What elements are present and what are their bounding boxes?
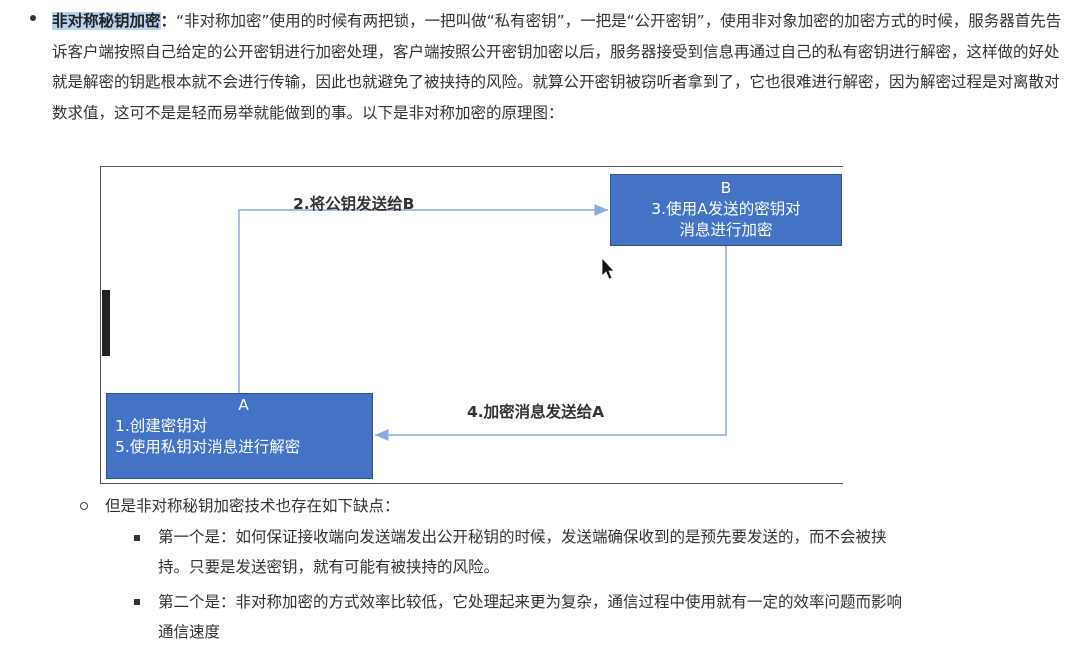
list-item: 第一个是：如何保证接收端向发送端发出公开秘钥的时候，发送端确保收到的是预先要发送… [158, 522, 1058, 582]
box-b: B 3.使用A发送的密钥对 消息进行加密 [610, 174, 842, 246]
highlighted-term: 非对称秘钥加密 [52, 12, 161, 30]
sublist-bullet [80, 502, 88, 510]
box-b-line1: 3.使用A发送的密钥对 [651, 200, 801, 218]
box-a: A 1.创建密钥对 5.使用私钥对消息进行解密 [106, 393, 373, 479]
list-item: 第二个是：非对称加密的方式效率比较低，它处理起来更为复杂，通信过程中使用就有一定… [158, 587, 1058, 647]
box-a-title: A [238, 396, 249, 414]
item-line: 持。只要是发送密钥，就有可能有被挟持的风险。 [158, 558, 500, 576]
label-send-public-key: 2.将公钥发送给B [293, 195, 415, 213]
term-colon: ： [160, 12, 177, 30]
box-b-line2: 消息进行加密 [679, 221, 773, 239]
asymmetric-encryption-diagram [100, 166, 843, 484]
arrow-b-to-a [375, 246, 727, 441]
intro-body: “非对称加密”使用的时候有两把锁，一把叫做“私有密钥”，一把是“公开密钥”，使用… [52, 12, 1062, 122]
item-line: 第二个是：非对称加密的方式效率比较低，它处理起来更为复杂，通信过程中使用就有一定… [158, 593, 903, 611]
box-a-line2: 5.使用私钥对消息进行解密 [115, 438, 301, 456]
intro-paragraph: 非对称秘钥加密：“非对称加密”使用的时候有两把锁，一把叫做“私有密钥”，一把是“… [52, 6, 1070, 128]
label-send-encrypted-message: 4.加密消息发送给A [467, 403, 605, 421]
box-b-title: B [720, 179, 732, 197]
diagram-side-bar [102, 290, 110, 356]
list-bullet [30, 15, 36, 21]
box-a-line1: 1.创建密钥对 [115, 417, 208, 435]
item-line: 通信速度 [158, 623, 221, 641]
arrow-a-to-b [238, 204, 608, 393]
sublist-heading: 但是非对称秘钥加密技术也存在如下缺点： [105, 497, 400, 515]
item-bullet [134, 599, 140, 605]
mouse-cursor-icon [601, 256, 615, 280]
item-bullet [134, 535, 140, 541]
item-line: 第一个是：如何保证接收端向发送端发出公开秘钥的时候，发送端确保收到的是预先要发送… [158, 528, 887, 546]
